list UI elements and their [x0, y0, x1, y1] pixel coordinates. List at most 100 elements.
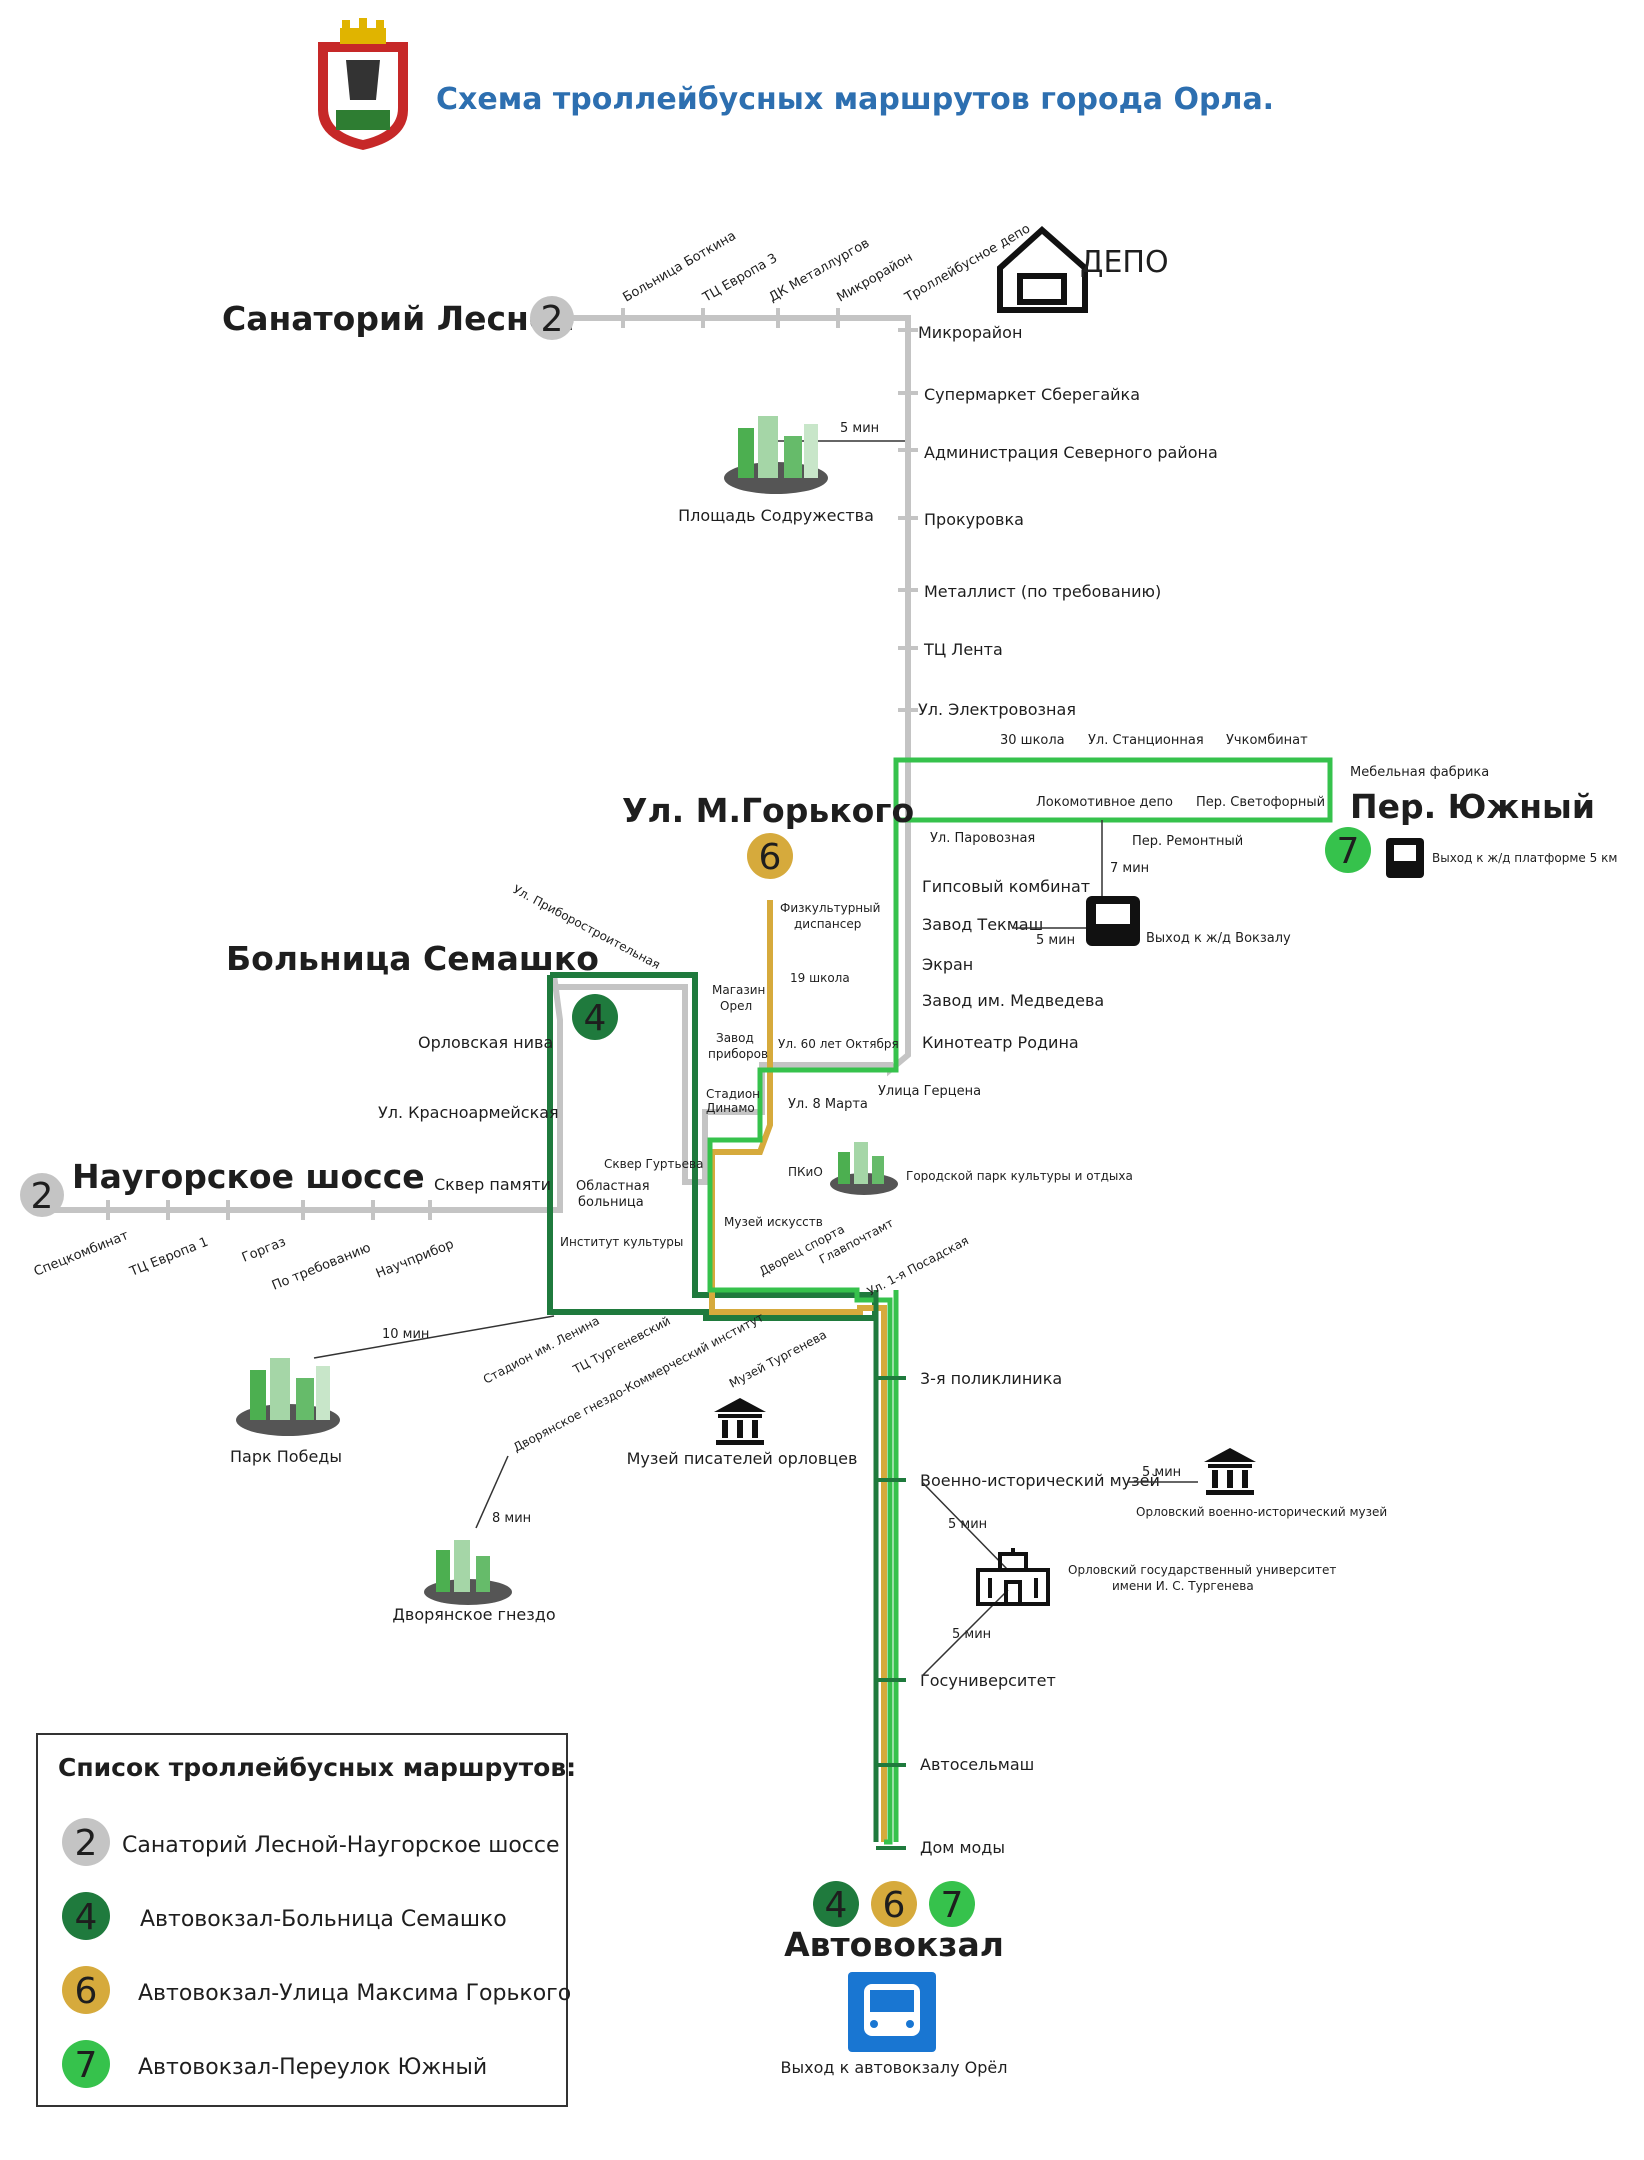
route-2-badge-top-number: 2: [541, 299, 564, 340]
legend-route-7: Автовокзал-Переулок Южный: [138, 2055, 487, 2080]
walk-time-ploshad: 5 мин: [840, 421, 879, 436]
route-7-badge-end: [929, 1881, 975, 1927]
stop-lokomotivnoe: Локомотивное депо: [1036, 795, 1173, 810]
walk-time-tekmash: 5 мин: [1036, 933, 1075, 948]
route-2-badge-top: [530, 296, 574, 340]
stop-magazin-1: Магазин: [712, 983, 765, 997]
stop-parovoznaya: Ул. Паровозная: [930, 831, 1035, 846]
stop-prokurovka: Прокуровка: [924, 510, 1024, 529]
stop-orlovskaya-niva: Орловская нива: [418, 1033, 553, 1052]
route-7-badge-top-number: 7: [1337, 831, 1360, 872]
place-university-line2: имени И. С. Тургенева: [1112, 1579, 1254, 1593]
stop-ekran: Экран: [922, 955, 973, 974]
stop-dom-mody: Дом моды: [920, 1838, 1005, 1857]
stop-remontnyi: Пер. Ремонтный: [1132, 834, 1243, 849]
stop-zavod-2: приборов: [708, 1047, 768, 1061]
place-museum-writers: Музей писателей орловцев: [627, 1449, 858, 1468]
legend-number-7: 7: [75, 2045, 98, 2086]
stop-muzey-isk: Музей искусств: [724, 1215, 823, 1229]
stop-marta: Ул. 8 Марта: [788, 1097, 868, 1112]
walk-line-gnezdo: [475, 1455, 509, 1529]
walk-time-military: 5 мин: [1142, 1465, 1181, 1480]
legend-route-6: Автовокзал-Улица Максима Горького: [138, 1981, 571, 2006]
park-pobedy-icon: [236, 1358, 340, 1436]
place-platform-exit: Выход к ж/д платформе 5 км: [1432, 851, 1617, 865]
route-4-badge-end: [813, 1881, 859, 1927]
stop-dinamo-1: Стадион: [706, 1087, 760, 1101]
stop-pkio: ПКиО: [788, 1165, 823, 1179]
place-dvoryanskoe: Дворянское гнездо: [392, 1605, 555, 1624]
route-7-line: [707, 757, 1333, 1845]
terminus-semashko: Больница Семашко: [226, 939, 599, 978]
stop-voenno: Военно-исторический музей: [920, 1471, 1160, 1490]
stop-west-4: Научприбор: [374, 1237, 456, 1282]
stop-uchkombinat: Учкомбинат: [1226, 733, 1308, 748]
walk-line-univ-top: [921, 1481, 1009, 1571]
terminus-yuzhny: Пер. Южный: [1350, 787, 1595, 826]
legend-route-4: Автовокзал-Больница Семашко: [140, 1907, 507, 1932]
city-park-icon: [830, 1142, 898, 1195]
stop-mikrorayon: Микрорайон: [918, 323, 1022, 342]
stop-stancionnaya: Ул. Станционная: [1088, 733, 1204, 748]
legend-badge-6: [62, 1966, 110, 2014]
military-museum-icon: [1204, 1448, 1256, 1495]
place-park-pobedy: Парк Победы: [230, 1447, 342, 1466]
legend-badge-2: [62, 1818, 110, 1866]
stop-medvedev: Завод им. Медведева: [922, 991, 1104, 1010]
stop-krasnoarmeyskaya: Ул. Красноармейская: [378, 1103, 559, 1122]
terminus-avtovokzal: Автовокзал: [784, 1925, 1004, 1964]
stop-oblastnaya-2: больница: [578, 1195, 644, 1210]
route-4-badge-top-number: 4: [584, 998, 607, 1039]
legend-title: Список троллейбусных маршрутов:: [58, 1753, 576, 1782]
bus-icon: [848, 1972, 936, 2052]
place-ploshad: Площадь Содружества: [678, 506, 874, 525]
stop-oktyabrya: Ул. 60 лет Октября: [778, 1037, 899, 1051]
bus-exit-label: Выход к автовокзалу Орёл: [781, 2058, 1008, 2077]
stop-fizkult-2: диспансер: [794, 917, 861, 931]
legend-badge-4: [62, 1892, 110, 1940]
university-icon: [976, 1548, 1050, 1606]
terminus-sanatorium: Санаторий Лесной: [222, 299, 575, 338]
stop-rodina: Кинотеатр Родина: [922, 1033, 1079, 1052]
walk-time-univ-bottom: 5 мин: [952, 1627, 991, 1642]
railway-train-icon: [1086, 896, 1140, 946]
route-7-badge-top: [1325, 827, 1371, 873]
stop-electrovoz: Ул. Электровозная: [918, 700, 1076, 719]
stop-west-0: Спецкомбинат: [32, 1228, 131, 1280]
walk-time-gnezdo: 8 мин: [492, 1511, 531, 1526]
train-icon: [1386, 838, 1424, 878]
stop-ticks-south: [876, 1376, 906, 1850]
route-2-badge-west-number: 2: [31, 1176, 54, 1217]
stop-zavod-1: Завод: [716, 1031, 754, 1045]
route-4-badge-top: [572, 994, 618, 1040]
walk-time-univ-top: 5 мин: [948, 1517, 987, 1532]
stop-stadion-lenina: Стадион им. Ленина: [481, 1313, 602, 1386]
stop-top-4: Троллейбусное депо: [902, 221, 1033, 306]
walk-line-park-pobedy: [313, 1315, 555, 1359]
stop-institut: Институт культуры: [560, 1235, 683, 1249]
stop-mebelnaya: Мебельная фабрика: [1350, 765, 1489, 780]
route-6-badge-end: [871, 1881, 917, 1927]
park-icon: [724, 416, 828, 494]
stop-magazin-2: Орел: [720, 999, 752, 1013]
stop-sberegaika: Супермаркет Сберегайка: [924, 385, 1140, 404]
stop-gurtyeva: Сквер Гуртьева: [604, 1157, 703, 1171]
place-city-park: Городской парк культуры и отдыха: [906, 1169, 1133, 1183]
route-6-badge-top: [747, 833, 793, 879]
legend-number-4: 4: [75, 1897, 98, 1938]
stop-dinamo-2: Динамо: [706, 1101, 755, 1115]
stop-gips: Гипсовый комбинат: [922, 877, 1090, 896]
stop-top-1: ТЦ Европа 3: [700, 251, 780, 306]
stop-fizkult-1: Физкультурный: [780, 901, 880, 915]
museum-icon: [714, 1398, 766, 1445]
legend-route-2: Санаторий Лесной-Наугорское шоссе: [122, 1833, 560, 1858]
coat-of-arms-icon: [318, 18, 408, 150]
stop-gosuniver: Госуниверситет: [920, 1671, 1056, 1690]
route-4-badge-end-number: 4: [825, 1885, 848, 1926]
terminus-gorkogo: Ул. М.Горького: [622, 791, 914, 830]
stop-skver-pamyati: Сквер памяти: [434, 1175, 551, 1194]
stop-west-2: Горгаз: [240, 1235, 288, 1266]
stop-svetofornyi: Пер. Светофорный: [1196, 795, 1325, 810]
stop-avtoselmash: Автосельмаш: [920, 1755, 1034, 1774]
